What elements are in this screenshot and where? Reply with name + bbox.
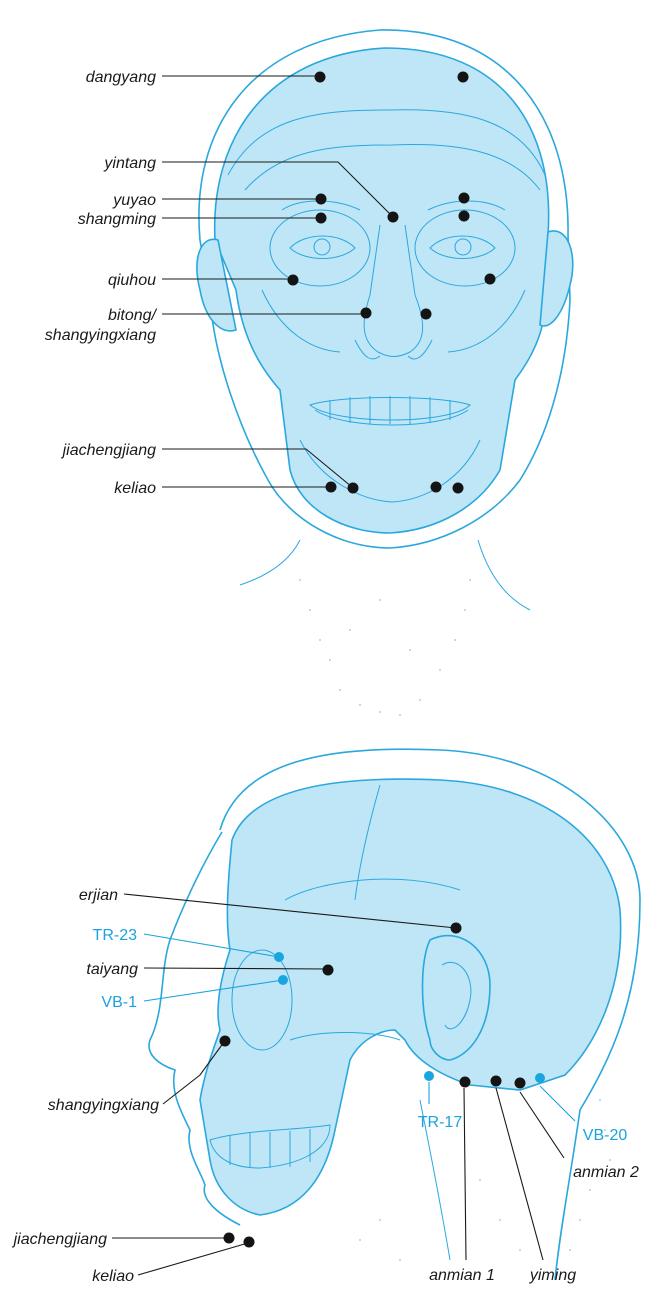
vb1-point [278, 975, 288, 985]
label-dangyang: dangyang [86, 69, 156, 86]
shangming-right-point [459, 211, 470, 222]
label-tr17: TR-17 [418, 1114, 463, 1131]
keliao-left-point [326, 482, 337, 493]
label-bitong: bitong/ [108, 307, 158, 324]
side-skull [200, 779, 621, 1215]
dangyang-left-point [315, 72, 326, 83]
label-keliao-front: keliao [114, 480, 156, 497]
front-view [197, 30, 573, 716]
label-erjian: erjian [79, 887, 118, 904]
shangyingxiang-side-point [220, 1036, 231, 1047]
jiachengjiang-right-point [431, 482, 442, 493]
label-vb1: VB-1 [101, 994, 137, 1011]
qiuhou-right-point [485, 274, 496, 285]
label-vb20: VB-20 [583, 1127, 628, 1144]
front-skull [215, 48, 549, 533]
label-taiyang: taiyang [86, 961, 138, 978]
label-shangming: shangming [78, 211, 156, 228]
label-anmian1: anmian 1 [429, 1267, 495, 1284]
anmian2-point [515, 1078, 526, 1089]
label-shangyingxiang-front: shangyingxiang [45, 327, 156, 344]
label-jiachengjiang-side: jiachengjiang [12, 1231, 108, 1248]
label-yintang: yintang [103, 155, 156, 172]
vb20-point [535, 1073, 545, 1083]
tr23-point [274, 952, 284, 962]
qiuhou-left-point [288, 275, 299, 286]
front-neck [240, 540, 300, 585]
yiming-point [491, 1076, 502, 1087]
yuyao-right-point [459, 193, 470, 204]
jiachengjiang-left-point [348, 483, 359, 494]
label-qiuhou: qiuhou [108, 272, 156, 289]
label-yiming: yiming [529, 1267, 576, 1284]
dangyang-right-point [458, 72, 469, 83]
label-keliao-side: keliao [92, 1268, 134, 1285]
label-tr23: TR-23 [93, 927, 138, 944]
front-stipple [299, 579, 471, 716]
shangming-left-point [316, 213, 327, 224]
keliao-right-point [453, 483, 464, 494]
keliao-side-point [244, 1237, 255, 1248]
label-jiachengjiang-front: jiachengjiang [61, 442, 157, 459]
jiachengjiang-side-point [224, 1233, 235, 1244]
front-labels: dangyang yintang yuyao shangming qiuhou … [45, 69, 158, 497]
yintang-point [388, 212, 399, 223]
label-anmian2: anmian 2 [573, 1164, 639, 1181]
bitong-right-point [421, 309, 432, 320]
anmian1-point [460, 1077, 471, 1088]
tr17-point [424, 1071, 434, 1081]
side-view [149, 749, 640, 1280]
bitong-left-point [361, 308, 372, 319]
yuyao-left-point [316, 194, 327, 205]
taiyang-point [323, 965, 334, 976]
label-yuyao: yuyao [112, 192, 156, 209]
label-shangyingxiang-side: shangyingxiang [48, 1097, 159, 1114]
erjian-point [451, 923, 462, 934]
